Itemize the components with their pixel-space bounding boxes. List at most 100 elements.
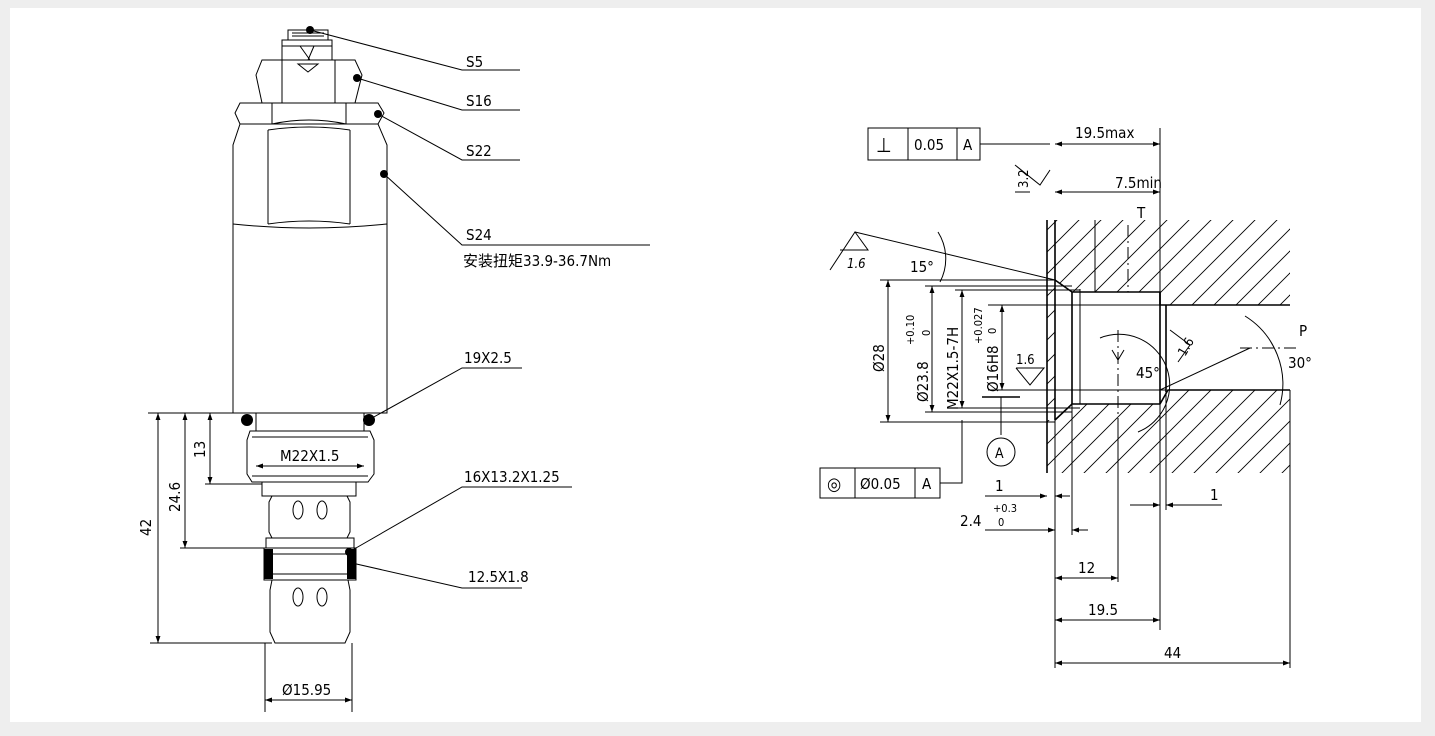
dim-44: 44 (1164, 644, 1181, 662)
drawing-frame: S5 S16 S22 S24 安装扭矩33.9-36.7Nm 19X2.5 16… (10, 8, 1421, 722)
callout-s5: S5 (466, 53, 483, 71)
hatch-line (1299, 385, 1392, 478)
cartridge-dimensions (148, 412, 364, 712)
angle-45: 45° (1136, 364, 1160, 382)
tol-16-up: +0.027 (972, 307, 985, 344)
hatch-line (1047, 220, 1085, 305)
hatch-line (1047, 390, 1129, 473)
port-t: T (1136, 204, 1146, 222)
datum-a-label: A (995, 446, 1004, 462)
s16-nut (255, 59, 363, 104)
dim-dia-28: Ø28 (870, 344, 888, 372)
hatch-line (1232, 390, 1290, 473)
s5-screw (281, 29, 333, 61)
hatch-line (945, 215, 1040, 310)
hatch-line (1116, 215, 1326, 425)
callout-oring-mid: 16X13.2X1.25 (464, 468, 560, 486)
cartridge-valve: S5 S16 S22 S24 安装扭矩33.9-36.7Nm 19X2.5 16… (137, 26, 650, 712)
roughness-1-6-b: 1.6 (1016, 353, 1035, 368)
angle-arcs (937, 231, 1284, 433)
dim-12: 12 (1078, 559, 1095, 577)
dim-7-5min: 7.5min (1115, 174, 1162, 192)
dim-42: 42 (137, 519, 155, 536)
dim-thread: M22X1.5-7H (944, 327, 962, 410)
callout-s22: S22 (466, 142, 492, 160)
hatch-line (1047, 390, 1107, 473)
s24-body (232, 123, 388, 414)
hatch-line (1230, 220, 1290, 305)
hatch-line (1047, 390, 1085, 473)
hatch-line (1164, 220, 1261, 305)
hatch-line (1385, 215, 1421, 310)
hatch-line (1297, 215, 1392, 310)
hatch-line (1341, 215, 1421, 310)
hatch-line (1122, 390, 1217, 473)
dim-1-left: 1 (995, 477, 1004, 495)
cavity-drawing: ⊥ 0.05 A ◎ Ø0.05 A A 3.2 1.6 (819, 124, 1421, 668)
hatch-line (1047, 220, 1107, 305)
dim-dia-15-95: Ø15.95 (282, 681, 331, 699)
tol-23-8-lo: 0 (920, 330, 933, 336)
callout-oring-top: 19X2.5 (464, 349, 512, 367)
dim-1-right: 1 (1210, 486, 1219, 504)
roughness-symbols (829, 164, 1191, 386)
hatch-line (1166, 390, 1261, 473)
hatch-line (1252, 220, 1290, 305)
hatch-line (1078, 390, 1173, 473)
dim-24-6: 24.6 (166, 482, 184, 512)
dim-thread: M22X1.5 (280, 447, 340, 465)
technical-drawing: S5 S16 S22 S24 安装扭矩33.9-36.7Nm 19X2.5 16… (137, 26, 1421, 712)
callout-oring-bottom: 12.5X1.8 (468, 568, 529, 586)
dim-19-5max: 19.5max (1075, 124, 1134, 142)
dim-dia-16: Ø16H8 (984, 345, 1002, 392)
top-dimensions (1055, 128, 1161, 220)
perp-symbol: ⊥ (876, 133, 892, 157)
hatch-line (1056, 390, 1151, 473)
dim-13: 13 (191, 441, 209, 458)
tol-2-4-up: +0.3 (993, 502, 1017, 515)
hatch-line (1047, 220, 1055, 420)
dim-dia-23-8: Ø23.8 (914, 361, 932, 402)
hatch-line (1226, 215, 1421, 425)
dim-2-4: 2.4 (960, 512, 981, 530)
port-p: P (1299, 322, 1307, 340)
roughness-1-6-c: 1.6 (1175, 335, 1197, 359)
hatch-line (1363, 215, 1421, 310)
tol-16-lo: 0 (986, 328, 999, 334)
valve-stem (261, 481, 357, 644)
conc-datum: A (922, 475, 932, 493)
bottom-dimensions (985, 390, 1291, 668)
hatch-line (1100, 390, 1195, 473)
s22-nut (234, 102, 385, 125)
conc-symbol: ◎ (827, 474, 841, 495)
roughness-3-2: 3.2 (1017, 169, 1032, 188)
hatch-line (1160, 215, 1370, 425)
callout-s24: S24 (466, 226, 492, 244)
tol-23-8-up: +0.10 (904, 315, 917, 345)
perp-value: 0.05 (914, 136, 944, 154)
diameter-dimensions (880, 279, 1166, 423)
hatch-line (1276, 390, 1290, 473)
angle-15: 15° (910, 258, 934, 276)
datum-a-marker (982, 396, 1020, 467)
hatch-line (1204, 215, 1414, 425)
hatch-line (1144, 390, 1239, 473)
perp-datum: A (963, 136, 973, 154)
angle-30: 30° (1288, 354, 1312, 372)
hatch-line (1387, 385, 1421, 478)
callout-torque: 安装扭矩33.9-36.7Nm (463, 252, 611, 270)
hatch-line (1319, 215, 1414, 310)
conc-value: Ø0.05 (860, 475, 901, 493)
cavity-hatch (830, 215, 1421, 478)
hatch-line (1343, 385, 1421, 478)
hatch-line (830, 215, 1040, 425)
dim-19-5: 19.5 (1088, 601, 1118, 619)
hatch-line (1321, 385, 1414, 478)
perpendicularity-frame (867, 127, 1050, 161)
hatch-line (1182, 215, 1392, 425)
hatch-line (1047, 390, 1063, 473)
hatch-line (1186, 220, 1283, 305)
tol-2-4-lo: 0 (998, 516, 1004, 529)
concentricity-frame (819, 420, 963, 499)
hatch-line (1365, 385, 1421, 478)
